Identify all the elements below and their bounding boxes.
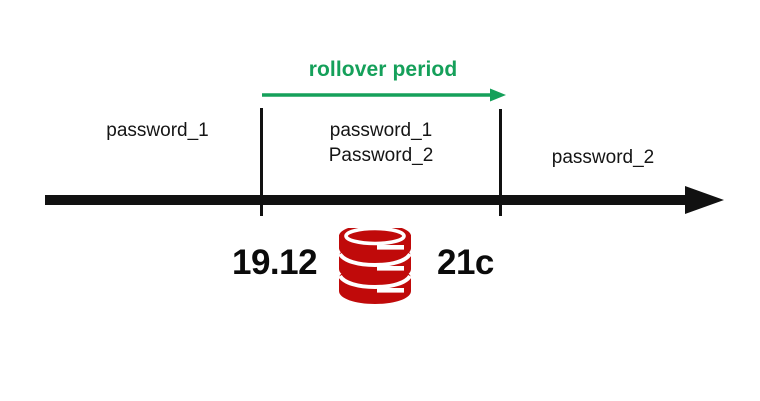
rollover-period-label: rollover period bbox=[308, 58, 458, 81]
timeline-tick-start bbox=[260, 108, 263, 216]
version-label-right: 21c bbox=[437, 243, 494, 282]
phase-label-before: password_1 bbox=[106, 120, 209, 141]
timeline-tick-end bbox=[499, 109, 502, 216]
phase-during-line-1: password_1 bbox=[329, 120, 433, 141]
rollover-arrow-icon bbox=[262, 88, 506, 102]
database-cylinder-icon bbox=[338, 228, 412, 304]
phase-during-line-2: Password_2 bbox=[328, 145, 434, 166]
phase-label-after: password_2 bbox=[551, 147, 655, 168]
phase-label-during: password_1 Password_2 bbox=[263, 118, 499, 168]
timeline-arrow-icon bbox=[45, 186, 724, 214]
version-label-left: 19.12 bbox=[232, 243, 318, 282]
